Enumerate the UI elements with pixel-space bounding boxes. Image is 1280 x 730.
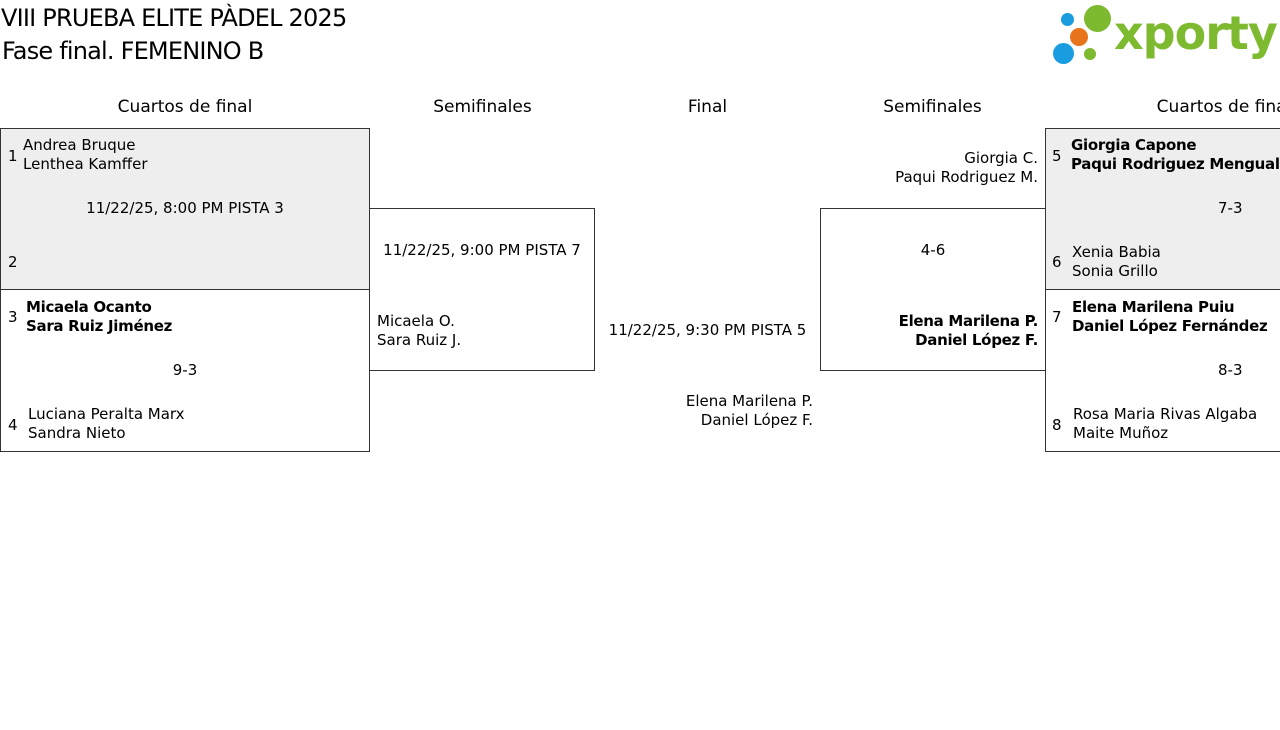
seed-8: 8 <box>1052 416 1062 434</box>
seed-2: 2 <box>8 253 18 271</box>
player-name: Sara Ruiz J. <box>377 331 462 349</box>
player-name: Daniel López F. <box>700 411 813 429</box>
logo-dot-green-large <box>1084 5 1111 32</box>
winner-name: Elena Marilena Puiu <box>1072 298 1235 316</box>
match-info: 11/22/25, 9:30 PM PISTA 5 <box>608 321 807 339</box>
xporty-logo: xporty <box>1052 4 1278 66</box>
left-qf2-match[interactable]: 3 Micaela Ocanto Sara Ruiz Jiménez 9-3 4… <box>0 289 370 452</box>
match-info: 11/22/25, 9:00 PM PISTA 7 <box>383 241 581 259</box>
winner-name: Giorgia Capone <box>1071 136 1197 154</box>
seed-7: 7 <box>1052 308 1062 326</box>
right-qf1-match[interactable]: 5 Giorgia Capone Paqui Rodriguez Mengual… <box>1045 128 1280 290</box>
logo-dot-blue-large <box>1053 43 1074 64</box>
logo-text: xporty <box>1114 6 1278 60</box>
right-sf-match[interactable]: 4-6 Elena Marilena P. Daniel López F. <box>820 208 1046 371</box>
player-name: Sandra Nieto <box>28 424 126 442</box>
col-head-final: Final <box>687 97 728 117</box>
match-info: 11/22/25, 8:00 PM PISTA 3 <box>86 199 284 217</box>
seed-1: 1 <box>8 147 18 165</box>
logo-dot-blue-small <box>1061 13 1074 26</box>
page-title: VIII PRUEBA ELITE PÀDEL 2025 <box>1 4 347 32</box>
winner-name: Elena Marilena P. <box>898 312 1039 330</box>
player-name: Andrea Bruque <box>23 136 136 154</box>
player-name: Elena Marilena P. <box>685 392 813 410</box>
page-subtitle: Fase final. FEMENINO B <box>2 37 264 65</box>
player-name: Paqui Rodriguez M. <box>895 168 1038 186</box>
player-name: Micaela O. <box>377 312 455 330</box>
col-head-qf-right: Cuartos de final <box>1156 97 1280 117</box>
logo-dot-orange <box>1070 28 1088 46</box>
winner-name: Daniel López Fernández <box>1072 317 1268 335</box>
player-name: Xenia Babia <box>1072 243 1161 261</box>
seed-3: 3 <box>8 308 18 326</box>
seed-6: 6 <box>1052 253 1062 271</box>
seed-4: 4 <box>8 416 18 434</box>
match-score: 9-3 <box>172 361 198 379</box>
match-score: 7-3 <box>1218 199 1243 217</box>
player-name: Luciana Peralta Marx <box>28 405 185 423</box>
col-head-sf-left: Semifinales <box>433 97 532 117</box>
seed-5: 5 <box>1052 147 1062 165</box>
player-name: Sonia Grillo <box>1072 262 1158 280</box>
col-head-qf-left: Cuartos de final <box>117 97 253 117</box>
player-name: Rosa Maria Rivas Algaba <box>1073 405 1258 423</box>
winner-name: Micaela Ocanto <box>26 298 152 316</box>
right-qf2-match[interactable]: 7 Elena Marilena Puiu Daniel López Ferná… <box>1045 289 1280 452</box>
logo-dot-green-small <box>1084 48 1096 60</box>
left-sf-match[interactable]: 11/22/25, 9:00 PM PISTA 7 Micaela O. Sar… <box>369 208 595 371</box>
match-score: 8-3 <box>1218 361 1243 379</box>
match-score: 4-6 <box>920 241 946 259</box>
final-match[interactable]: 11/22/25, 9:30 PM PISTA 5 Elena Marilena… <box>595 290 820 452</box>
winner-name: Paqui Rodriguez Mengual <box>1071 155 1280 173</box>
player-name: Giorgia C. <box>964 149 1038 167</box>
winner-name: Daniel López F. <box>915 331 1038 349</box>
winner-name: Sara Ruiz Jiménez <box>26 317 172 335</box>
player-name: Maite Muñoz <box>1073 424 1169 442</box>
left-qf1-match[interactable]: 1 Andrea Bruque Lenthea Kamffer 11/22/25… <box>0 128 370 290</box>
player-name: Lenthea Kamffer <box>23 155 148 173</box>
col-head-sf-right: Semifinales <box>883 97 982 117</box>
